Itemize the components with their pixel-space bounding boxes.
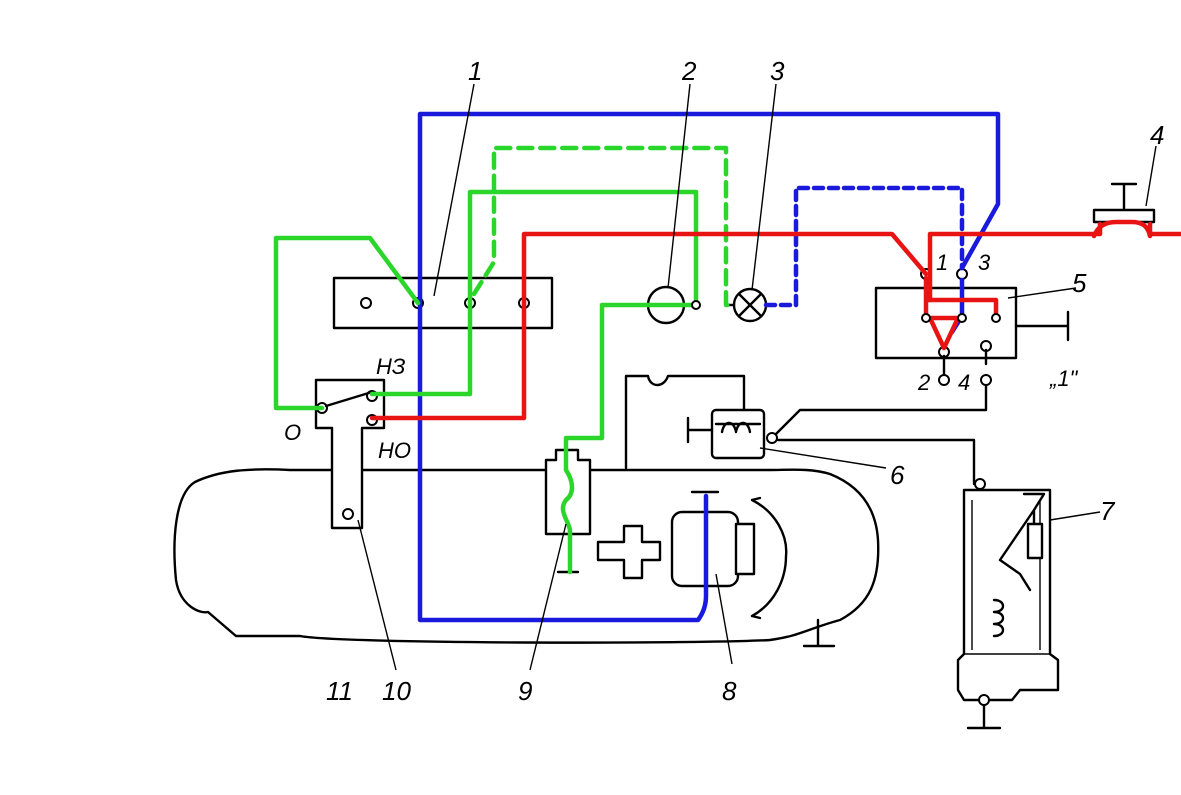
component-9-body: [544, 448, 592, 536]
leader-8: [715, 573, 733, 665]
wire-green-nz: [369, 189, 699, 397]
leader-5: [1007, 287, 1077, 299]
label-11: 11: [326, 676, 353, 706]
wire-red-relay: [923, 275, 999, 351]
regulator-7-resistor: [1026, 522, 1044, 560]
regulator-7-coil: [992, 598, 1005, 638]
leader-9: [529, 523, 567, 671]
relay-6-wire-up: [774, 382, 988, 436]
label-nz: НЗ: [376, 354, 406, 379]
relay-6-frame: [624, 374, 746, 470]
label-8: 8: [722, 676, 737, 706]
wire-blue-dotted: [763, 185, 965, 308]
label-4: 4: [1150, 120, 1164, 150]
leader-3: [751, 83, 777, 291]
regulator-7-ground: [966, 704, 1002, 730]
leader-6: [759, 447, 887, 469]
relay-6-ground: [686, 416, 714, 444]
regulator-7-contacts: [998, 492, 1046, 592]
motor-8-end: [734, 522, 756, 576]
regulator-7-terminal-bottom: [978, 694, 990, 706]
label-7: 7: [1100, 496, 1116, 526]
relay-terminal-1: 1: [936, 250, 948, 275]
engine-block-11: [173, 468, 880, 644]
regulator-7-terminal-top: [974, 478, 986, 490]
label-9: 9: [518, 676, 532, 706]
label-6: 6: [890, 460, 905, 490]
leader-2: [667, 83, 691, 289]
relay-terminal-4: 4: [958, 370, 970, 395]
label-10: 10: [382, 676, 411, 706]
wire-green-left: [273, 235, 421, 411]
label-1: 1: [468, 56, 482, 86]
label-zero: О: [284, 420, 301, 445]
relay-terminal-3: 3: [978, 250, 991, 275]
relay-terminal-2: 2: [917, 370, 930, 395]
label-5: 5: [1072, 268, 1087, 298]
leader-4: [1145, 145, 1157, 207]
wire-red-switch4: [1091, 219, 1153, 239]
label-2: 2: [681, 56, 697, 86]
wire-blue-lower: [417, 300, 709, 623]
wire-green-sensor: [560, 302, 699, 575]
label-3: 3: [770, 56, 785, 86]
switch-10: [314, 378, 386, 530]
relay-6-wire-right: [776, 438, 976, 486]
wire-green-dashed: [471, 145, 737, 308]
leader-1: [433, 83, 475, 297]
relay-6-coil: [714, 421, 762, 434]
relay-6-terminal: [766, 432, 778, 444]
leader-10: [357, 519, 397, 671]
wire-blue-main: [417, 111, 1001, 306]
relay-6-body: [710, 408, 766, 460]
motor-8-cover: [750, 496, 788, 620]
relay-ground-label: „1": [1049, 366, 1079, 391]
switch-4: [1092, 182, 1156, 224]
relay-5-ground: [1014, 310, 1070, 342]
wire-red-main: [369, 231, 929, 421]
leader-7: [1049, 511, 1101, 521]
motor-8-fan: [596, 524, 662, 580]
regulator-7-body: [956, 488, 1060, 702]
engine-ground: [802, 618, 836, 648]
label-no: НО: [378, 438, 411, 463]
